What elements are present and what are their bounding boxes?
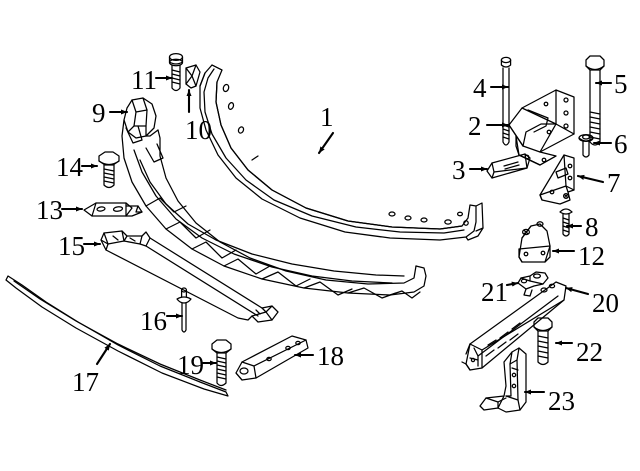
callout-number-23[interactable]: 23 — [548, 386, 575, 416]
part-energy-absorber-pad — [486, 153, 531, 179]
part-push-pin-retainer — [578, 133, 594, 158]
part-bumper-support-bracket — [518, 221, 551, 263]
part-flange-bolt-short — [168, 52, 184, 92]
part-long-hex-flange-bolt — [500, 56, 512, 146]
callout-number-3[interactable]: 3 — [452, 155, 466, 185]
part-front-bumper-impact-bar — [199, 64, 484, 241]
part-alignment-dowel-wedge — [185, 64, 201, 89]
callout-number-21[interactable]: 21 — [481, 277, 508, 307]
part-hex-flange-bolt-long — [533, 317, 553, 366]
callout-number-10[interactable]: 10 — [185, 115, 212, 145]
callout-number-14[interactable]: 14 — [56, 152, 83, 182]
callout-number-19[interactable]: 19 — [177, 350, 204, 380]
callout-number-7[interactable]: 7 — [607, 168, 621, 198]
part-hex-flange-bolt — [585, 55, 605, 146]
callout-number-11[interactable]: 11 — [131, 65, 157, 95]
callout-number-2[interactable]: 2 — [468, 111, 482, 141]
callout-arrow-21 — [505, 281, 520, 287]
callout-number-13[interactable]: 13 — [36, 195, 63, 225]
part-hex-flange-bolt-medium — [211, 339, 232, 387]
part-long-push-rivet — [176, 287, 192, 333]
callout-arrow-7 — [576, 174, 605, 184]
callout-number-8[interactable]: 8 — [585, 212, 599, 242]
part-wire-harness-clip — [517, 271, 549, 297]
callout-number-20[interactable]: 20 — [592, 288, 619, 318]
callout-arrows — [60, 75, 613, 395]
part-hex-head-bolt — [98, 151, 120, 189]
part-tow-hook-eye-sleeve — [235, 335, 309, 381]
callout-number-6[interactable]: 6 — [614, 129, 628, 159]
callout-number-17[interactable]: 17 — [72, 367, 99, 397]
callout-number-4[interactable]: 4 — [473, 73, 487, 103]
callout-number-16[interactable]: 16 — [140, 306, 167, 336]
callout-arrow-20 — [564, 286, 590, 296]
callout-number-15[interactable]: 15 — [58, 231, 85, 261]
callout-arrow-1 — [317, 131, 335, 155]
part-pan-head-screw — [559, 208, 573, 237]
part-right-frame-rail-extension — [461, 281, 567, 371]
callout-number-18[interactable]: 18 — [317, 341, 344, 371]
callout-number-22[interactable]: 22 — [576, 337, 603, 367]
part-left-bumper-bracket — [508, 89, 575, 166]
callout-number-12[interactable]: 12 — [578, 241, 605, 271]
callout-arrow-17 — [95, 342, 112, 366]
callout-number-1[interactable]: 1 — [320, 102, 334, 132]
part-front-bumper-seal-strip — [5, 275, 229, 397]
part-lower-tie-bar — [100, 230, 279, 323]
part-left-retainer-strip — [83, 202, 143, 217]
callout-number-9[interactable]: 9 — [92, 98, 106, 128]
part-right-vertical-support-bracket — [479, 347, 527, 413]
part-right-mounting-gusset — [539, 154, 575, 205]
callout-number-5[interactable]: 5 — [614, 69, 628, 99]
part-lower-energy-absorber — [121, 119, 427, 299]
